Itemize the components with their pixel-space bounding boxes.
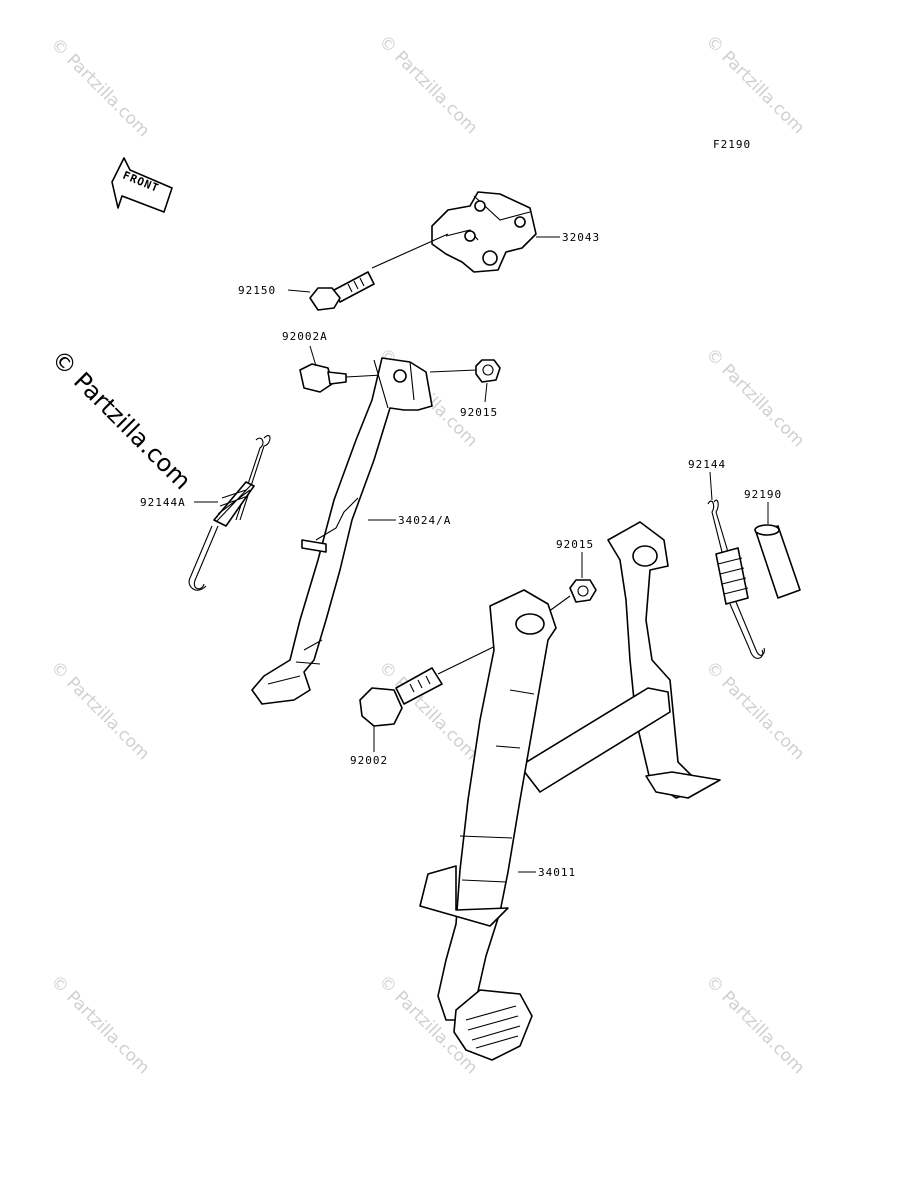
watermark: © Partzilla.com [374,31,481,138]
part-label-34011: 34011 [538,866,576,879]
bolt-92002 [359,631,525,727]
figure-code: F2190 [713,138,751,151]
part-label-34024A: 34024/A [398,514,451,527]
watermark: © Partzilla.com [701,971,808,1078]
leader-92144 [709,471,713,501]
part-label-92002: 92002 [350,754,388,767]
front-arrow: FRONT [111,157,173,213]
part-label-92015-upper: 92015 [460,406,498,419]
watermark: © Partzilla.com [46,657,153,764]
part-label-92144: 92144 [688,458,726,471]
leader-92150 [287,289,311,293]
part-label-92015-lower: 92015 [556,538,594,551]
part-label-92002A: 92002A [282,330,328,343]
watermark: © Partzilla.com [701,31,808,138]
nut-92015-upper [429,359,501,383]
watermark: © Partzilla.com [46,34,153,141]
side-stand-34024A [251,357,433,705]
part-label-92150: 92150 [238,284,276,297]
bolt-92002A [299,363,401,393]
leader-92015-upper [484,382,488,403]
nut-92015-lower [547,579,597,613]
spring-92144A [188,435,271,591]
part-labels: 32043 92150 92002A 92015 92144A 34024/A … [140,231,782,879]
center-stand-34011 [419,521,721,1061]
bracket-32043 [431,191,537,273]
leader-92002A [309,345,317,367]
part-label-32043: 32043 [562,231,600,244]
sleeve-92190 [754,524,801,599]
watermark: © Partzilla.com [701,344,808,451]
part-label-92190: 92190 [744,488,782,501]
watermark: © Partzilla.com [701,657,808,764]
spring-92144 [707,499,765,659]
part-label-92144A: 92144A [140,496,186,509]
bolt-92150 [309,233,449,311]
watermark-main: © Partzilla.com [46,344,197,495]
watermark: © Partzilla.com [46,971,153,1078]
